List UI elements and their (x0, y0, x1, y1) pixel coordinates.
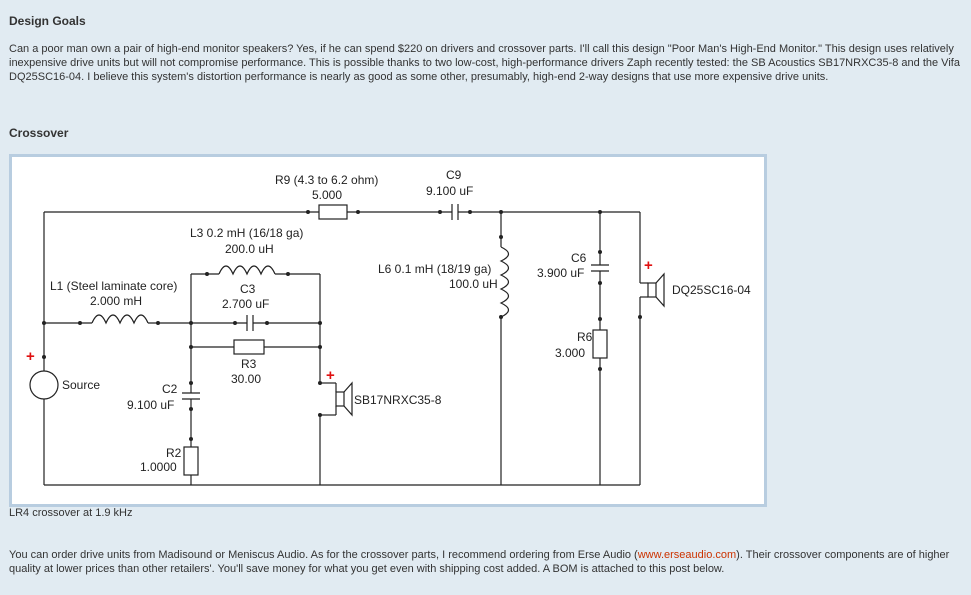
l1-inductor (91, 314, 149, 325)
c3-name: C3 (240, 282, 256, 296)
c3-value: 2.700 uF (222, 297, 269, 311)
c9-name: C9 (446, 168, 462, 182)
r9-value: 5.000 (312, 188, 342, 202)
crossover-schematic: R9 (4.3 to 6.2 ohm) 5.000 C9 9.100 uF + … (26, 168, 751, 486)
c6-name: C6 (571, 251, 587, 265)
crossover-caption: LR4 crossover at 1.9 kHz (9, 507, 133, 519)
r2-name: R2 (166, 446, 182, 460)
source-generator (29, 370, 59, 400)
l3-value: 200.0 uH (225, 242, 274, 256)
crossover-heading: Crossover (9, 126, 69, 140)
r6-resistor (592, 329, 608, 359)
r3-value: 30.00 (231, 372, 261, 386)
erseaudio-link[interactable]: www.erseaudio.com (637, 549, 737, 561)
c9-value: 9.100 uF (426, 184, 473, 198)
r3-resistor (233, 339, 265, 355)
l3-name: L3 0.2 mH (16/18 ga) (190, 226, 303, 240)
ordering-text-after: ). Their crossover components are of hig… (9, 549, 950, 575)
r6-value: 3.000 (555, 346, 585, 360)
crossover-schematic-image: R9 (4.3 to 6.2 ohm) 5.000 C9 9.100 uF + … (9, 154, 767, 507)
junction-dots (42, 210, 642, 441)
woofer-speaker (335, 391, 345, 407)
woofer-label: SB17NRXC35-8 (354, 393, 442, 407)
r9-name: R9 (4.3 to 6.2 ohm) (275, 173, 378, 187)
woofer-polarity-mark: + (326, 367, 335, 384)
c2-name: C2 (162, 382, 178, 396)
r2-value: 1.0000 (140, 460, 177, 474)
design-goals-paragraph: Can a poor man own a pair of high-end mo… (9, 43, 960, 83)
l1-value: 2.000 mH (90, 294, 142, 308)
tweeter-polarity-mark: + (644, 257, 653, 274)
source-label: Source (62, 378, 100, 392)
c6-value: 3.900 uF (537, 266, 584, 280)
source-polarity-mark: + (26, 348, 35, 365)
c2-value: 9.100 uF (127, 398, 174, 412)
tweeter-speaker (647, 282, 657, 298)
l3-inductor (218, 265, 276, 276)
l1-name: L1 (Steel laminate core) (50, 279, 177, 293)
r9-resistor (318, 204, 348, 220)
design-goals-heading: Design Goals (9, 14, 86, 28)
l6-inductor (499, 246, 510, 318)
tweeter-label: DQ25SC16-04 (672, 283, 751, 297)
l6-value: 100.0 uH (449, 277, 498, 291)
l6-name: L6 0.1 mH (18/19 ga) (378, 262, 491, 276)
r2-resistor (183, 446, 199, 476)
ordering-paragraph: You can order drive units from Madisound… (9, 548, 967, 576)
r3-name: R3 (241, 357, 257, 371)
ordering-text-before: You can order drive units from Madisound… (9, 549, 638, 561)
r6-name: R6 (577, 330, 593, 344)
